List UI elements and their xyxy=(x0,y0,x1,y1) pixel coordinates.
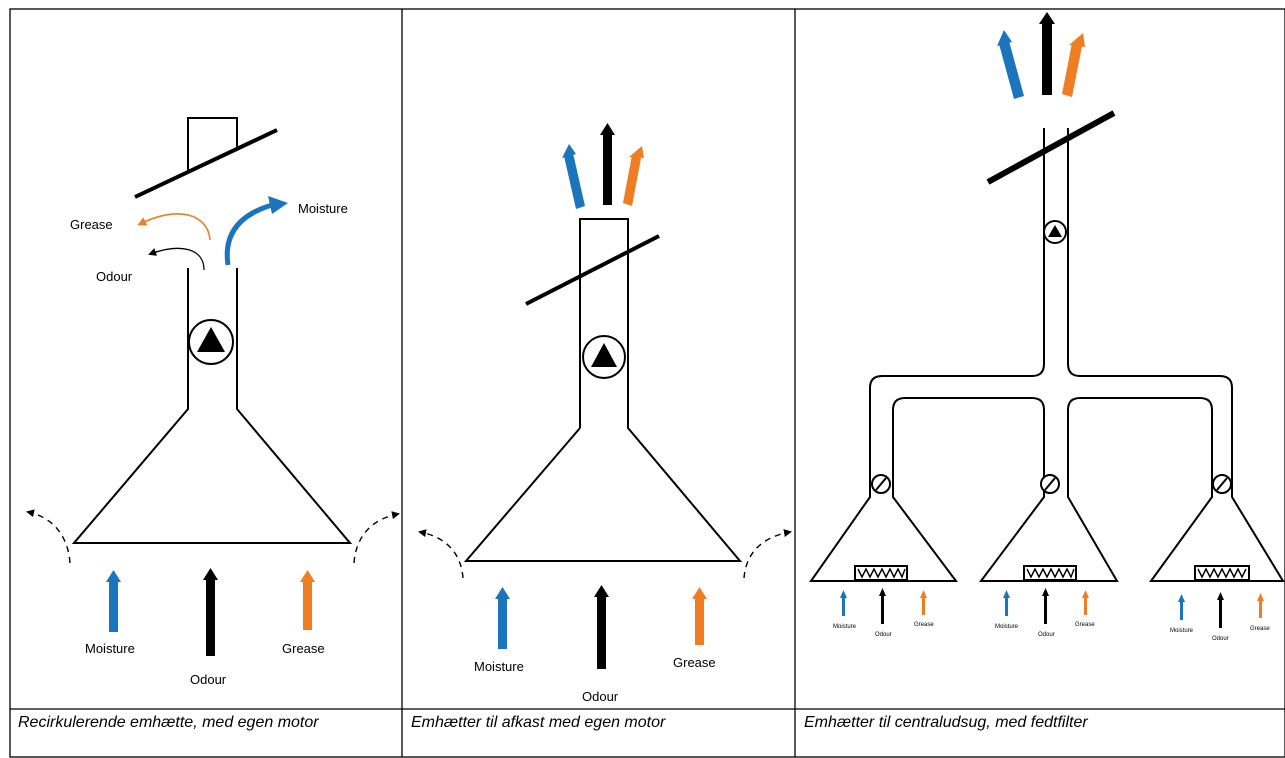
grease-label: Grease xyxy=(914,622,934,628)
spill-arrow-left xyxy=(26,509,71,564)
odour-out-arrow xyxy=(600,123,615,205)
damper-valve-icon xyxy=(1212,474,1232,494)
spill-arrow-left xyxy=(418,529,464,579)
duct-network xyxy=(869,128,1233,470)
odour-in-label: Odour xyxy=(582,689,619,704)
odour-label: Odour xyxy=(875,632,892,638)
moisture-label: Moisture xyxy=(833,624,857,630)
odour-in-arrow xyxy=(203,568,218,656)
odour-in-arrow xyxy=(1217,592,1224,628)
table-frame xyxy=(9,8,1285,758)
grease-in-arrow xyxy=(300,570,315,630)
moisture-label: Moisture xyxy=(1170,628,1194,634)
grease-in-arrow xyxy=(920,590,927,615)
odour-label: Odour xyxy=(1038,632,1055,638)
panel-central-extraction: Moisture Odour Grease Moisture Odour Gre… xyxy=(809,12,1285,642)
grease-filter-icon xyxy=(1194,565,1250,581)
main-fan-symbol-icon xyxy=(1043,220,1067,244)
grease-out-arrow xyxy=(623,146,644,206)
moisture-in-arrow xyxy=(1178,594,1185,620)
hood-unit-1: Moisture Odour Grease xyxy=(809,470,958,638)
grease-in-label: Grease xyxy=(673,655,716,670)
odour-in-arrow xyxy=(594,585,609,669)
panel-exhaust-hood: Moisture Odour Grease xyxy=(418,123,792,704)
fan-symbol-icon xyxy=(188,319,234,365)
grease-in-arrow xyxy=(1082,590,1089,615)
grease-in-arrow xyxy=(1257,593,1264,618)
exhaust-out-arrows xyxy=(562,123,644,209)
grease-out-arrow xyxy=(1062,33,1085,97)
moisture-label: Moisture xyxy=(995,624,1019,630)
grease-out-label: Grease xyxy=(70,217,113,232)
spill-arrow-right xyxy=(743,529,792,579)
odour-label: Odour xyxy=(1212,636,1229,642)
damper-valve-icon xyxy=(1040,474,1060,494)
moisture-out-arrow xyxy=(562,144,585,209)
odour-in-arrow xyxy=(879,588,886,624)
grease-label: Grease xyxy=(1250,626,1270,632)
odour-out-label: Odour xyxy=(96,269,133,284)
damper-valve-icon xyxy=(871,474,891,494)
roof-line xyxy=(525,234,660,306)
caption-recirculating-hood: Recirkulerende emhætte, med egen motor xyxy=(18,714,319,731)
fan-symbol-icon xyxy=(582,335,626,379)
grease-filter-icon xyxy=(854,565,908,581)
recirculation-filter xyxy=(134,117,278,199)
hood-unit-2: Moisture Odour Grease xyxy=(979,470,1119,638)
caption-central-extraction: Emhætter til centraludsug, med fedtfilte… xyxy=(804,714,1088,731)
moisture-out-label: Moisture xyxy=(298,201,348,216)
caption-exhaust-hood: Emhætter til afkast med egen motor xyxy=(411,714,666,731)
odour-in-arrow xyxy=(1042,588,1049,624)
grease-out-arrow xyxy=(137,213,211,241)
hood-body xyxy=(71,268,353,544)
odour-out-arrow xyxy=(148,247,205,271)
grease-label: Grease xyxy=(1075,622,1095,628)
moisture-in-label: Moisture xyxy=(85,641,135,656)
grease-in-label: Grease xyxy=(282,641,325,656)
moisture-out-arrow xyxy=(224,196,288,266)
odour-out-arrow xyxy=(1039,12,1055,95)
grease-in-arrow xyxy=(692,587,707,645)
hood-body xyxy=(463,218,743,562)
odour-in-label: Odour xyxy=(190,672,227,687)
table-border xyxy=(9,8,1285,758)
moisture-in-arrow xyxy=(1003,590,1010,616)
hood-unit-3: Moisture Odour Grease xyxy=(1149,470,1285,642)
exhaust-out-arrows xyxy=(997,12,1085,99)
roof-line xyxy=(986,110,1116,185)
spill-arrow-right xyxy=(353,511,400,564)
grease-filter-icon xyxy=(1023,565,1077,581)
moisture-in-label: Moisture xyxy=(474,659,524,674)
moisture-in-arrow xyxy=(840,590,847,616)
moisture-in-arrow xyxy=(106,570,121,632)
moisture-in-arrow xyxy=(495,587,510,649)
panel-recirculating-hood: Grease Moisture Odour Moisture Odour Gre… xyxy=(26,117,400,687)
moisture-out-arrow xyxy=(997,30,1024,99)
